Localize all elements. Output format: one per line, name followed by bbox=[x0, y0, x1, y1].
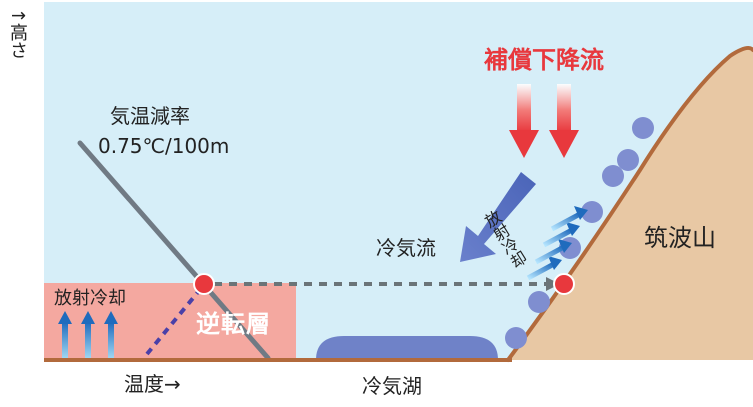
radiative-cooling-arrows-left bbox=[58, 311, 118, 358]
cold-air-blobs bbox=[505, 117, 654, 349]
cold-air-blob bbox=[528, 291, 550, 313]
cold-air-lake-pool bbox=[316, 336, 498, 360]
cold-air-blob bbox=[505, 327, 527, 349]
diagonal-up-arrow bbox=[526, 256, 562, 281]
cold-air-blob bbox=[581, 201, 603, 223]
inversion-dashed-line bbox=[145, 284, 205, 356]
radiative-cooling-label-left: 放射冷却 bbox=[54, 288, 126, 309]
down-arrow bbox=[509, 84, 539, 158]
lapse-rate-line bbox=[77, 140, 271, 361]
mountain-label: 筑波山 bbox=[644, 224, 716, 252]
radiative-cooling-arrows-slope bbox=[526, 206, 588, 281]
inversion-point-left bbox=[193, 273, 215, 295]
x-axis-label: 温度→ bbox=[124, 372, 181, 396]
up-arrow bbox=[58, 311, 72, 358]
diagonal-up-arrow bbox=[542, 222, 580, 248]
compensating-descent-arrows bbox=[509, 84, 579, 158]
diagonal-up-arrow bbox=[550, 206, 588, 232]
down-arrow bbox=[549, 84, 579, 158]
cold-air-blob bbox=[632, 117, 654, 139]
lapse-rate-title: 気温減率 bbox=[110, 104, 190, 128]
inversion-layer-label: 逆転層 bbox=[196, 310, 271, 338]
up-arrow bbox=[81, 311, 95, 358]
cold-air-blob bbox=[602, 165, 624, 187]
lapse-rate-value: 0.75℃/100m bbox=[98, 134, 230, 158]
cold-air-lake-label: 冷気湖 bbox=[362, 374, 422, 398]
diagonal-up-arrow bbox=[534, 239, 572, 265]
cold-air-blob bbox=[617, 149, 639, 171]
inversion-point-right bbox=[553, 273, 575, 295]
y-axis-label: ↑高さ bbox=[7, 8, 28, 60]
downslope-flow-arrow bbox=[460, 172, 536, 262]
cold-air-flow-label: 冷気流 bbox=[376, 236, 436, 260]
up-arrow bbox=[104, 311, 118, 358]
compensating-descent-label: 補償下降流 bbox=[484, 46, 604, 74]
